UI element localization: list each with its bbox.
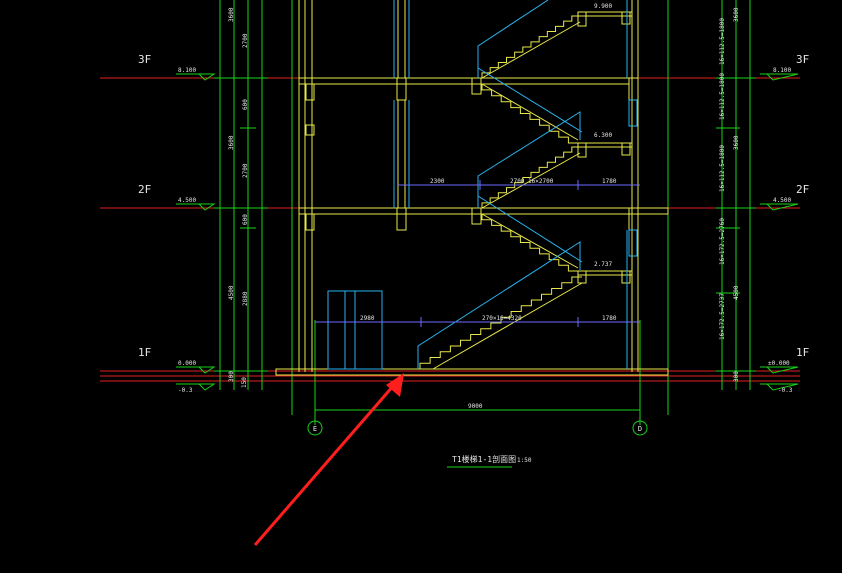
hdim-lower-mid: 270×16=4320: [482, 315, 522, 322]
elev-1f-left: 0.000: [178, 360, 196, 367]
stair-flight-1: [419, 276, 582, 369]
arrow-head-icon: [386, 373, 404, 397]
elev-2f-right: 4.500: [773, 197, 791, 204]
dim-left-inner-a: 2700: [242, 33, 249, 48]
elev-below-left: -0.3: [178, 387, 193, 394]
elevation-markers: [176, 73, 799, 391]
axis-bubbles: [307, 420, 648, 436]
landing-elev-upper: 6.300: [594, 132, 612, 139]
dim-left-gap-2: 150: [241, 377, 248, 388]
axis-span-dim: 9000: [468, 403, 483, 410]
floor-label-3f-right: 3F: [796, 53, 809, 66]
dim-right-outer-2: 3600: [733, 135, 740, 150]
dim-right-gap: 300: [733, 371, 740, 382]
dim-right-inner-c: 16×112.5=1800: [719, 145, 726, 192]
structure: [275, 0, 669, 376]
stair-outlines: [393, 0, 638, 369]
level-lines: [100, 77, 800, 382]
elev-3f-right: 8.100: [773, 67, 791, 74]
dim-left-inner-c: 2700: [242, 163, 249, 178]
dim-right-inner-b: 16×112.5=1800: [719, 73, 726, 120]
axis-label-left: E: [313, 425, 317, 433]
drawing-title-scale: 1:50: [517, 457, 532, 464]
horizontal-dim-texts: 2300 2700 16×2700 1780 2980 270×16=4320 …: [360, 178, 617, 410]
elev-2f-left: 4.500: [178, 197, 196, 204]
hdim-upper-mid: 2700 16×2700: [510, 178, 554, 185]
hdim-upper-left: 2300: [430, 178, 445, 185]
floor-label-2f-right: 2F: [796, 183, 809, 196]
floor-label-3f-left: 3F: [138, 53, 151, 66]
dim-left-inner-d: 600: [242, 214, 249, 225]
hdim-lower-right: 1780: [602, 315, 617, 322]
annotation-arrow: [253, 373, 404, 546]
landing-elev-top: 9.900: [594, 3, 612, 10]
horiz-dim-lines: [315, 180, 640, 327]
hdim-lower-left: 2980: [360, 315, 375, 322]
dim-right-inner-d: 16×172.5=2760: [719, 218, 726, 265]
floor-labels: 3F 2F 1F 3F 2F 1F: [138, 53, 809, 359]
elev-below-right: -0.3: [778, 387, 793, 394]
floor-label-2f-left: 2F: [138, 183, 151, 196]
floor-label-1f-left: 1F: [138, 346, 151, 359]
stair-flight-4: [481, 214, 578, 272]
dim-right-inner-a: 16×112.5=1800: [719, 18, 726, 65]
stair-flight-5: [481, 84, 578, 144]
dim-left-outer-1: 4500: [228, 285, 235, 300]
axis-label-right: D: [638, 425, 642, 433]
elev-1f-right: ±0.000: [768, 360, 790, 367]
axis-labels: E D: [313, 425, 642, 433]
dim-left-outer-3: 3600: [228, 135, 235, 150]
hdim-upper-right: 1780: [602, 178, 617, 185]
stair-flight-2: [481, 146, 580, 208]
vertical-dim-texts: 3600 3600 4500 300 150 2700 600 2700 600…: [228, 7, 740, 388]
dim-left-gap-1: 300: [228, 371, 235, 382]
dim-left-inner-b: 600: [242, 99, 249, 110]
dim-right-outer-1: 4500: [733, 285, 740, 300]
grid-lines: [214, 0, 756, 468]
landing-elev-lower: 2.737: [594, 261, 612, 268]
elev-3f-left: 8.100: [178, 67, 196, 74]
dim-left-outer-top: 3600: [228, 7, 235, 22]
dim-right-outer-top: 3600: [733, 7, 740, 22]
floor-label-1f-right: 1F: [796, 346, 809, 359]
dim-left-inner-e: 2880: [242, 291, 249, 306]
elevation-texts: 8.100 4.500 0.000 -0.3 8.100 4.500 ±0.00…: [178, 3, 793, 394]
dim-right-inner-e: 16×172.5=2737: [719, 293, 726, 340]
stair-flights: [419, 15, 583, 370]
drawing-title: T1楼梯1-1剖面图 1:50: [452, 454, 532, 464]
stair-flight-3: [481, 15, 580, 78]
drawing-title-main: T1楼梯1-1剖面图: [452, 454, 516, 464]
